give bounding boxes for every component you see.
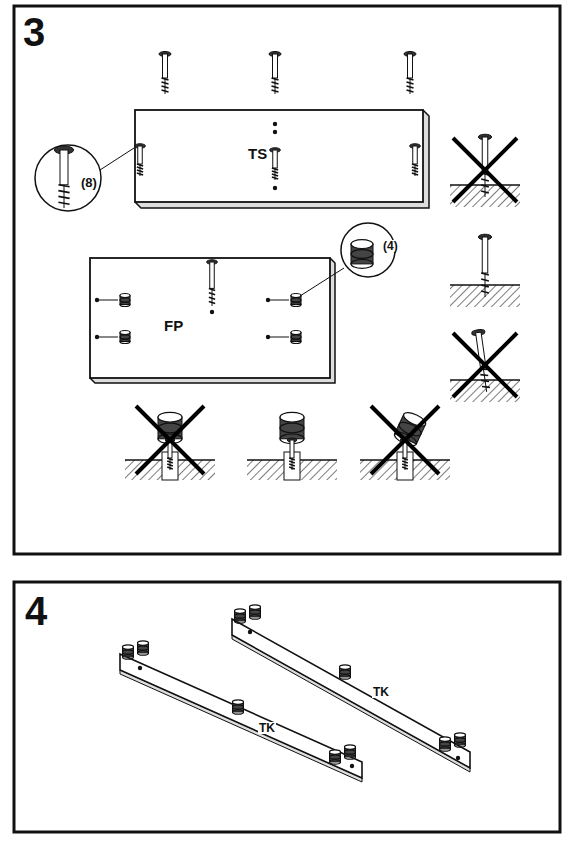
- wrong-mark: [371, 406, 439, 474]
- part-name: TK: [372, 686, 390, 698]
- drill-hole: [95, 335, 99, 339]
- connector-bolt: [135, 144, 146, 176]
- cam-fitting: [123, 645, 134, 659]
- cam-fitting: [120, 294, 130, 307]
- leader-line: [300, 268, 344, 296]
- wrong-mark: [453, 138, 517, 202]
- connector-bolt: [287, 438, 297, 470]
- step-number: 3: [22, 12, 46, 52]
- leader-line: [99, 337, 118, 338]
- drill-hole: [248, 630, 252, 634]
- callout-number: (8): [80, 176, 98, 189]
- callout-number: (4): [382, 240, 399, 252]
- cam-fitting: [120, 331, 130, 344]
- board-panel: [90, 258, 335, 383]
- step-frame: [14, 6, 560, 554]
- connector-bolt: [410, 144, 421, 176]
- connector-bolt: [270, 148, 281, 180]
- cam-fitting: [351, 240, 373, 269]
- cam-fitting: [235, 609, 246, 623]
- drill-hole: [350, 764, 354, 768]
- drill-hole: [273, 186, 277, 190]
- part-name: TS: [247, 146, 268, 161]
- drill-hole: [273, 122, 277, 126]
- connector-bolt: [404, 52, 416, 95]
- cam-fitting: [330, 750, 341, 764]
- board-strip: [232, 619, 470, 772]
- cam-fitting: [250, 605, 261, 619]
- drill-hole: [456, 756, 460, 760]
- cam-fitting: [455, 733, 466, 747]
- part-name: FP: [163, 318, 184, 333]
- cam-fitting: [280, 412, 304, 443]
- drill-hole: [210, 310, 214, 314]
- cam-fitting: [291, 331, 301, 344]
- leader-line: [270, 300, 289, 301]
- step-frame: [14, 582, 560, 832]
- wrong-mark: [453, 333, 517, 397]
- step-number: 4: [24, 591, 48, 631]
- leader-line: [100, 148, 134, 170]
- leader-line: [99, 300, 118, 301]
- callout-circle: [35, 145, 101, 211]
- connector-bolt: [207, 260, 218, 306]
- cam-fitting: [340, 665, 351, 679]
- connector-bolt: [269, 52, 281, 95]
- drill-hole: [273, 130, 277, 134]
- cam-fitting: [440, 737, 451, 751]
- wrong-mark: [136, 406, 204, 474]
- leader-line: [270, 337, 289, 338]
- connector-bolt: [54, 146, 73, 208]
- cam-fitting: [138, 641, 149, 655]
- connector-bolt: [478, 234, 491, 297]
- drill-hole: [138, 666, 142, 670]
- board-panel: [135, 110, 429, 208]
- cam-fitting: [233, 700, 244, 714]
- part-name: TK: [258, 722, 276, 734]
- cam-fitting: [291, 294, 301, 307]
- drill-hole: [95, 298, 99, 302]
- drill-hole: [266, 298, 270, 302]
- drill-hole: [266, 335, 270, 339]
- connector-bolt: [159, 52, 171, 95]
- cam-fitting: [345, 745, 356, 759]
